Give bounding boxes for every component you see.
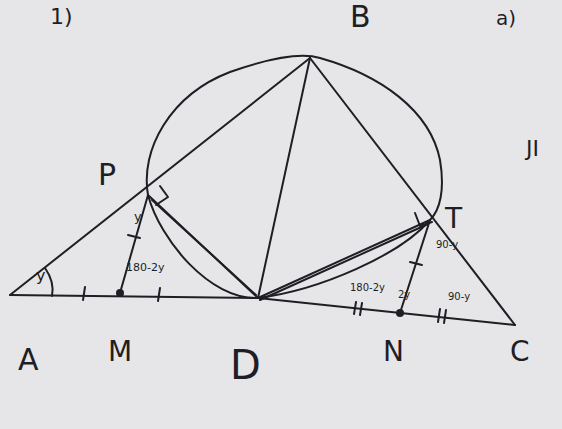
point-label: A [18, 345, 39, 375]
angle-label: 2y [398, 290, 410, 300]
point-label: T [445, 205, 462, 233]
angle-label: 180-2y [126, 262, 164, 273]
angle-label: 90-y [436, 240, 458, 250]
angle-label: y [36, 268, 45, 284]
label-part: a) [496, 8, 516, 28]
point-label: C [510, 338, 530, 366]
point-label: P [98, 160, 116, 190]
point-label: B [350, 2, 371, 32]
angle-label: 180-2y [350, 283, 385, 293]
point-label: M [108, 338, 132, 366]
point-label: N [383, 338, 404, 366]
angle-label: 90-y [448, 292, 470, 302]
angle-label: y [134, 210, 142, 223]
label-number: 1) [50, 6, 73, 28]
point-label: D [230, 345, 261, 385]
margin-text: JI [526, 138, 539, 160]
